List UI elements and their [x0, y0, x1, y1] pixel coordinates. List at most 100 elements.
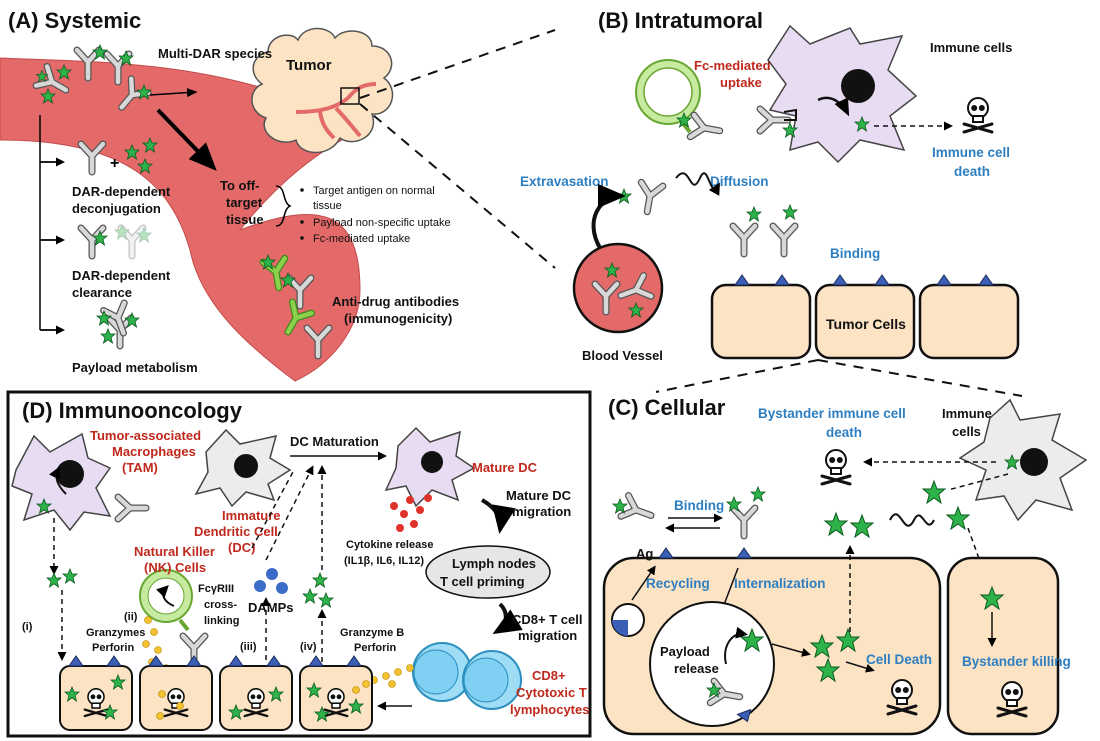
mature-dc-cell [384, 426, 476, 508]
pathway-bracket [39, 115, 60, 331]
mature-dc-label: Mature DC [472, 460, 538, 475]
bystander-killing-label: Bystander killing [962, 654, 1071, 669]
cell-death-label: Cell Death [866, 652, 932, 667]
zoom-box [340, 87, 360, 105]
offtarget-label-2: target [226, 195, 263, 210]
ada-label-2: (immunogenicity) [344, 311, 452, 326]
panel-d-title: (D) Immunooncology [22, 398, 243, 423]
cd8-migration-label-2: migration [518, 628, 577, 643]
tumor-mass: Tumor [251, 27, 394, 154]
bystander-death-label-2: death [826, 425, 862, 440]
panel-a-title: (A) Systemic [8, 8, 141, 33]
bystander-death-label-1: Bystander immune cell [758, 406, 906, 421]
zoom-line-c-right [817, 359, 1023, 397]
mdc-migration-label-1: Mature DC [506, 488, 572, 503]
immune-cells-c-label-2: cells [952, 424, 981, 439]
cd8-label-3: lymphocytes [510, 702, 589, 717]
bullet-item: Fc-mediated uptake [313, 233, 410, 245]
panel-a-systemic: (A) Systemic Tumor Multi-DAR species [0, 8, 556, 382]
nk-label-2: (NK) Cells [144, 560, 206, 575]
tam-cell [11, 432, 112, 532]
panel-b-intratumoral: (B) Intratumoral Fc-mediated uptake Immu… [520, 8, 1023, 397]
immune-cell-c [958, 398, 1088, 522]
arrow-off-target [156, 108, 217, 171]
zoom-line-c-left [655, 359, 819, 393]
fc-receptor-cell [635, 59, 722, 142]
immune-death-label-2: death [954, 164, 990, 179]
bullet-item: tissue [313, 200, 342, 212]
dc-maturation-label: DC Maturation [290, 434, 379, 449]
damps [254, 568, 288, 594]
offtarget-label-1: To off- [220, 178, 259, 193]
diffusion-label: Diffusion [710, 174, 769, 189]
offtarget-label-3: tissue [226, 212, 264, 227]
cytokine-label-2: (IL1β, IL6, IL12) [344, 555, 424, 567]
fc-uptake-label-2: uptake [720, 75, 762, 90]
extravasation-label: Extravasation [520, 174, 609, 189]
dar-clear-label-2: clearance [72, 285, 132, 300]
immune-death-label-1: Immune cell [932, 145, 1010, 160]
zoom-line-bottom [359, 103, 556, 269]
cd8-migration-label-1: CD8+ T cell [512, 612, 582, 627]
tumor-cells-label: Tumor Cells [826, 316, 906, 332]
extravasation-arrow [591, 184, 626, 249]
fc-uptake-label-1: Fc-mediated [694, 58, 771, 73]
tumor-cells-d [59, 655, 373, 731]
nk-label-1: Natural Killer [134, 544, 215, 559]
tumor-label: Tumor [286, 57, 332, 74]
offtarget-bullet-list: Target antigen on normal tissue Payload … [300, 185, 451, 245]
payload-release-label-2: release [674, 661, 719, 676]
imm-dc-label-1: Immature [222, 508, 281, 523]
binding-label-b: Binding [830, 246, 880, 261]
bullet-item: Target antigen on normal [313, 185, 435, 197]
roman-iii: (iii) [240, 641, 257, 653]
roman-ii: (ii) [124, 611, 138, 623]
immune-cell-b [760, 24, 918, 164]
arrow-to-tumor [149, 88, 198, 98]
blood-vessel-cross-section [572, 242, 664, 334]
cd8-label-2: Cytotoxic T [516, 685, 587, 700]
panel-d-immunooncology: (D) Immunooncology Tumor-associated Macr… [6, 390, 592, 738]
immune-death-skull [962, 96, 994, 134]
fcr-label-3: linking [204, 615, 239, 627]
tam-label-1: Tumor-associated [90, 428, 201, 443]
bystander-squiggle [889, 513, 935, 527]
fcr-label-1: FcγRIII [198, 583, 234, 595]
damps-label: DAMPs [248, 600, 294, 615]
cd8-t-cells [412, 642, 522, 710]
panel-d-frame [6, 390, 592, 738]
nk-cell [139, 569, 205, 664]
multi-dar-label: Multi-DAR species [158, 46, 272, 61]
lymph-label-2: T cell priming [440, 574, 525, 589]
granules-tumor [156, 680, 370, 720]
tam-antibody [118, 497, 146, 519]
binding-label-c: Binding [674, 498, 724, 513]
payload-release-label-1: Payload [660, 644, 710, 659]
lysosome [649, 601, 775, 727]
payload-metabolism-label: Payload metabolism [72, 360, 198, 375]
offtarget-brace [275, 185, 292, 227]
dar-decon-label-2: deconjugation [72, 201, 161, 216]
immune-cells-c-label-1: Immune [942, 406, 992, 421]
recycling-label: Recycling [646, 576, 710, 591]
immature-dc-cell [194, 428, 292, 508]
panel-c-cellular: (C) Cellular Bystander immune cell death… [602, 395, 1088, 736]
recycling-endosome [611, 603, 645, 637]
granzyme-b-label-1: Granzyme B [340, 627, 404, 639]
internalization-label: Internalization [734, 576, 826, 591]
cytokine-label-1: Cytokine release [346, 539, 433, 551]
tumor-cells-row [710, 274, 1020, 360]
antigen-label: Ag [636, 546, 653, 561]
granzyme-b-label-2: Perforin [354, 642, 396, 654]
panel-c-title: (C) Cellular [608, 395, 726, 420]
granzyme-label-1: Granzymes [86, 627, 145, 639]
cytokines [390, 494, 432, 532]
immune-cells-label: Immune cells [930, 40, 1012, 55]
imm-dc-label-3: (DC) [228, 540, 255, 555]
diffusion-squiggle [675, 172, 720, 196]
panel-b-title: (B) Intratumoral [598, 8, 763, 33]
roman-i: (i) [22, 621, 33, 633]
tam-label-3: (TAM) [122, 460, 158, 475]
lymph-label-1: Lymph nodes [452, 556, 536, 571]
